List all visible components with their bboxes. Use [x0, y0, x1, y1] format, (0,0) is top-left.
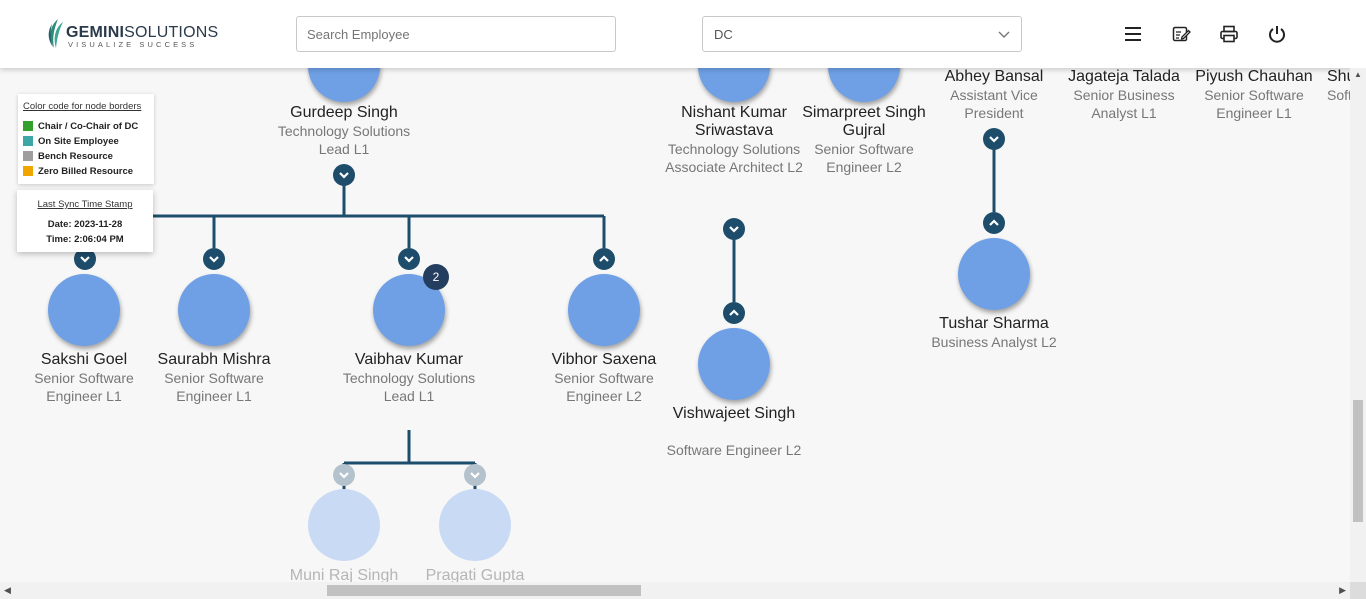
horizontal-scrollbar[interactable]: ◀ ▶ — [0, 582, 1350, 599]
node-role: Senior Business Analyst L1 — [1073, 87, 1175, 121]
node-role: Technology Solutions Lead L1 — [277, 123, 411, 157]
logo-tagline: VISUALIZE SUCCESS — [68, 40, 198, 49]
node-role: Soft — [1327, 87, 1350, 103]
scroll-up-icon[interactable]: ▲ — [1354, 70, 1362, 79]
collapse-toggle[interactable] — [203, 248, 225, 270]
node-name[interactable]: Gurdeep Singh — [290, 104, 398, 121]
collapse-toggle[interactable] — [333, 164, 355, 186]
expand-toggle[interactable] — [723, 302, 745, 324]
expand-toggle[interactable] — [983, 212, 1005, 234]
vertical-scrollbar[interactable]: ▲ — [1350, 68, 1366, 582]
sync-time: Time: 2:06:04 PM — [46, 234, 124, 245]
search-employee-input[interactable] — [296, 16, 616, 52]
scrollbar-corner — [1350, 582, 1366, 599]
node-role: Technology Solutions Associate Architect… — [665, 141, 803, 175]
node-role: Senior Software Engineer L1 — [1204, 87, 1304, 121]
legend-swatch — [23, 121, 33, 131]
scroll-right-icon[interactable]: ▶ — [1339, 585, 1346, 595]
node-avatar-muni[interactable] — [308, 489, 380, 561]
collapse-toggle[interactable] — [723, 218, 745, 240]
node-role: Business Analyst L2 — [931, 334, 1057, 350]
company-logo[interactable]: GEMINISOLUTIONS VISUALIZE SUCCESS — [46, 18, 219, 52]
node-name[interactable]: Saurabh Mishra — [157, 351, 271, 368]
collapse-toggle[interactable] — [74, 248, 96, 270]
legend-swatch — [23, 151, 33, 161]
node-role: Assistant Vice President — [950, 87, 1038, 121]
chevron-down-icon — [80, 256, 90, 263]
node-name[interactable]: Simarpreet Singh Gujral — [802, 104, 926, 139]
node-avatar-vibhor[interactable] — [568, 274, 640, 346]
node-name[interactable]: Piyush Chauhan — [1195, 68, 1313, 85]
collapse-toggle[interactable] — [333, 464, 355, 486]
sync-date: Date: 2023-11-28 — [47, 219, 123, 230]
chevron-up-icon — [599, 255, 609, 262]
node-avatar-pragati[interactable] — [439, 489, 511, 561]
node-role: Technology Solutions Lead L1 — [342, 370, 476, 404]
sync-title: Last Sync Time Stamp — [37, 199, 133, 210]
legend-title: Color code for node borders — [23, 101, 142, 112]
chevron-up-icon — [729, 309, 739, 316]
chevron-down-icon — [470, 472, 480, 479]
last-sync-card: Last Sync Time Stamp Date: 2023-11-28 Ti… — [17, 190, 153, 252]
leaf-logo-icon — [48, 19, 63, 48]
org-chart-canvas[interactable]: Gurdeep Singh Technology Solutions Lead … — [0, 68, 1350, 582]
collapse-toggle[interactable] — [983, 128, 1005, 150]
node-role: Software Engineer L2 — [666, 442, 802, 458]
horizontal-scroll-thumb[interactable] — [327, 585, 641, 596]
node-role: Senior Software Engineer L2 — [814, 141, 914, 175]
child-count-badge: 2 — [423, 264, 449, 290]
scroll-left-icon[interactable]: ◀ — [4, 585, 11, 595]
menu-icon[interactable] — [1123, 24, 1143, 44]
logo-wordmark: GEMINISOLUTIONS — [66, 24, 219, 41]
node-avatar-vishwajeet[interactable] — [698, 328, 770, 400]
node-avatar-saurabh[interactable] — [178, 274, 250, 346]
app-header: GEMINISOLUTIONS VISUALIZE SUCCESS DC — [0, 0, 1366, 68]
collapse-toggle[interactable] — [464, 464, 486, 486]
print-icon[interactable] — [1219, 24, 1239, 44]
node-name[interactable]: Tushar Sharma — [939, 315, 1049, 332]
node-name[interactable]: Vibhor Saxena — [551, 351, 657, 368]
chevron-down-icon — [404, 256, 414, 263]
vertical-scroll-thumb[interactable] — [1353, 400, 1363, 522]
node-role: Senior Software Engineer L2 — [554, 370, 654, 404]
node-name[interactable]: Vaibhav Kumar — [354, 351, 464, 368]
chevron-down-icon — [339, 472, 349, 479]
legend-swatch — [23, 166, 33, 176]
border-color-legend: Color code for node borders Chair / Co-C… — [18, 94, 154, 184]
node-name[interactable]: Pragati Gupta — [425, 567, 525, 582]
node-role: Senior Software Engineer L1 — [164, 370, 264, 404]
node-name[interactable]: Sakshi Goel — [40, 351, 128, 368]
chevron-down-icon — [989, 136, 999, 143]
power-icon[interactable] — [1267, 24, 1287, 44]
chevron-down-icon — [729, 226, 739, 233]
node-name[interactable]: Jagateja Talada — [1068, 68, 1180, 85]
node-avatar-sakshi[interactable] — [48, 274, 120, 346]
node-name[interactable]: Shu — [1327, 68, 1350, 85]
node-name[interactable]: Nishant Kumar Sriwastava — [681, 104, 787, 139]
node-name[interactable]: Vishwajeet Singh — [672, 405, 796, 422]
dc-select[interactable]: DC — [702, 16, 1022, 52]
chevron-down-icon — [339, 172, 349, 179]
chevron-down-icon — [209, 256, 219, 263]
collapse-toggle[interactable] — [398, 248, 420, 270]
node-avatar-tushar[interactable] — [958, 238, 1030, 310]
edit-note-icon[interactable] — [1171, 24, 1191, 44]
node-name[interactable]: Muni Raj Singh — [289, 567, 399, 582]
chevron-down-icon — [998, 31, 1010, 38]
expand-toggle[interactable] — [593, 248, 615, 270]
node-role: Senior Software Engineer L1 — [34, 370, 134, 404]
legend-swatch — [23, 136, 33, 146]
chevron-up-icon — [989, 219, 999, 226]
dc-select-value: DC — [714, 27, 733, 42]
node-name[interactable]: Abhey Bansal — [944, 68, 1044, 85]
